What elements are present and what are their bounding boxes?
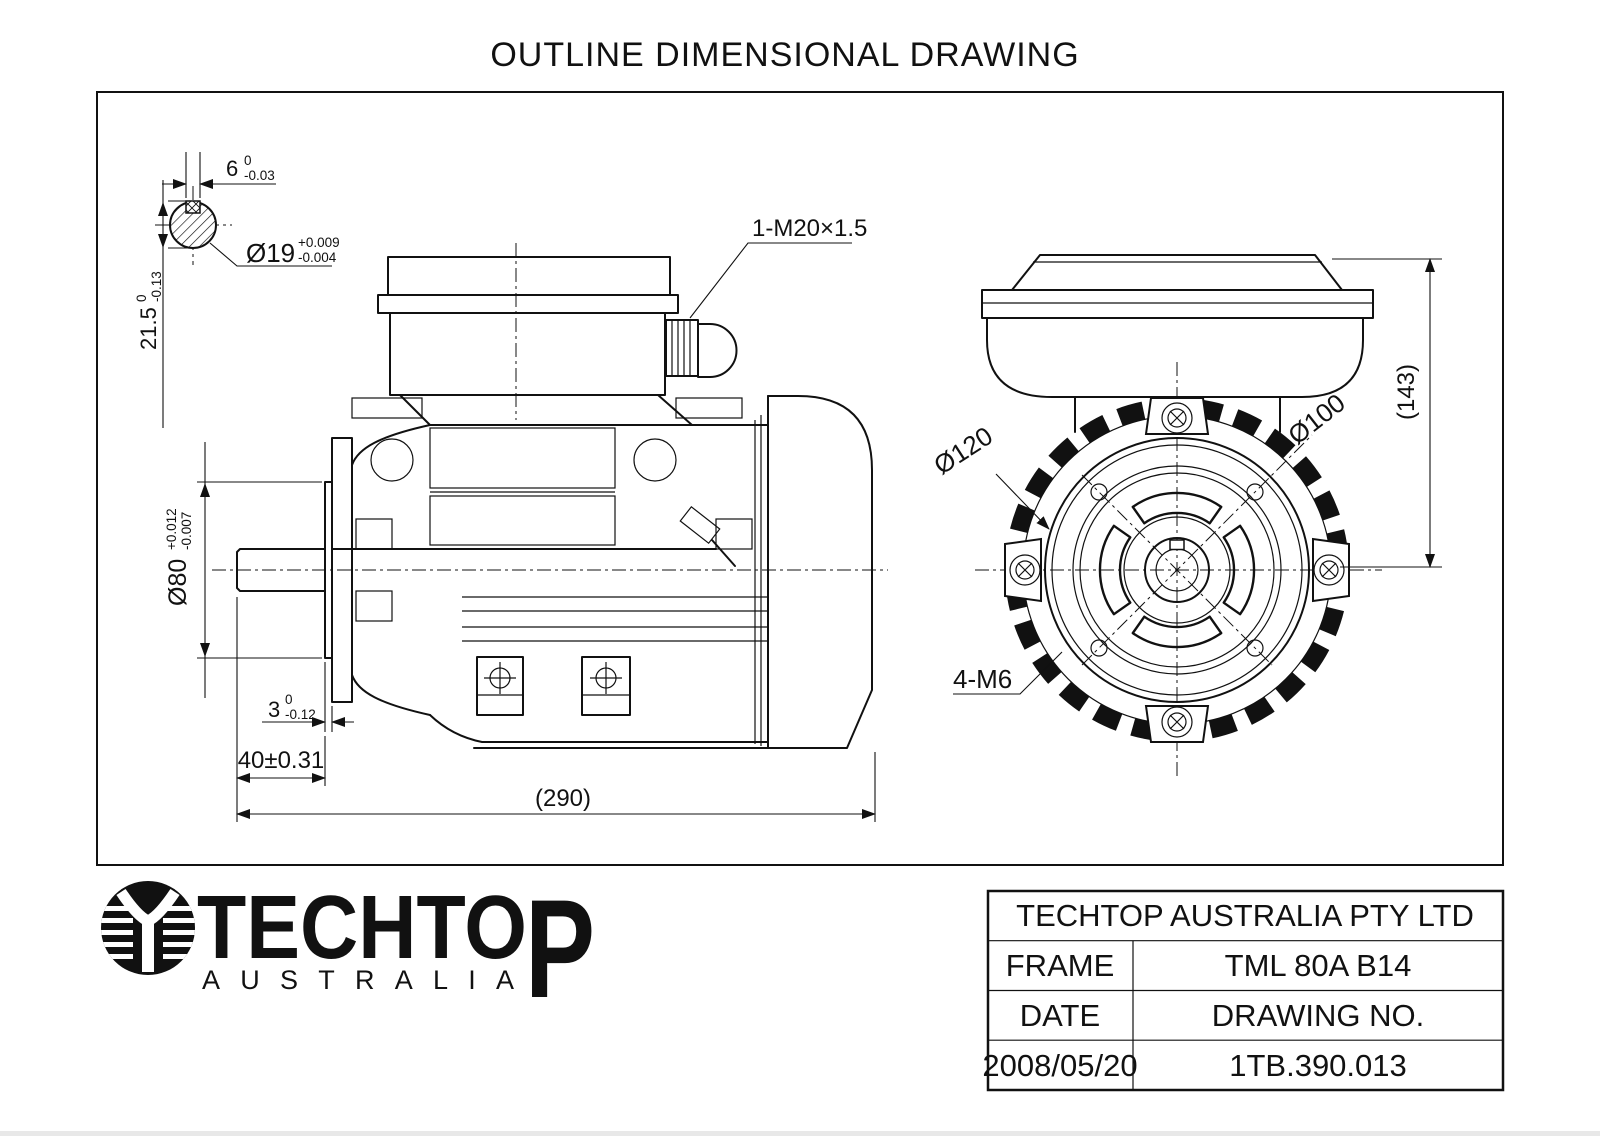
flange-bolt-holes [1090, 483, 1264, 657]
overall-length-value: (290) [535, 785, 591, 812]
date-label: DATE [1020, 998, 1100, 1033]
techtop-logo: TECHTO P AUSTRALIA [101, 870, 595, 1027]
stator-section [331, 427, 753, 622]
frame-label: FRAME [1006, 948, 1115, 983]
page-title: OUTLINE DIMENSIONAL DRAWING [490, 36, 1079, 74]
logo-stripes [101, 906, 195, 959]
flange-dia-label: Ø120 [928, 421, 998, 481]
fan-vent-slots [1098, 491, 1256, 649]
logo-brand-tail: P [525, 870, 595, 1027]
shaft-dia-value: Ø19 [246, 238, 295, 268]
mounting-flange-side [324, 424, 431, 716]
shaft-extension-value: 40±0.31 [238, 747, 325, 774]
fork-icon [116, 888, 180, 972]
mounting-holes-label: 4-M6 [953, 664, 1012, 694]
motor-side-view: 1-M20×1.5 [164, 215, 888, 822]
drawing-border [96, 91, 1504, 866]
spigot-depth-tol-lower: -0.12 [285, 707, 316, 722]
spigot-depth-tol-upper: 0 [285, 692, 293, 707]
title-block: TECHTOP AUSTRALIA PTY LTD FRAME TML 80A … [982, 889, 1505, 1092]
motor-body-side [351, 397, 769, 749]
keyway-notch [185, 200, 201, 214]
front-bearing [355, 518, 393, 550]
drawing-no-label: DRAWING NO. [1212, 998, 1424, 1033]
date-value: 2008/05/20 [982, 1048, 1137, 1083]
key-height-value: 21.5 [136, 307, 161, 350]
key-height-tol-upper: 0 [134, 294, 149, 302]
keyway-width-tol-lower: -0.03 [244, 168, 275, 183]
flange-circle [1044, 437, 1310, 703]
clamp-lugs [1004, 397, 1350, 743]
spigot-depth-value: 3 [268, 697, 280, 722]
cable-gland [665, 319, 738, 378]
company-name: TECHTOP AUSTRALIA PTY LTD [1016, 898, 1474, 933]
terminal-box-side [377, 256, 693, 426]
logo-brand-head: TECHTO [197, 878, 527, 978]
spigot-dia-value: Ø80 [164, 559, 192, 606]
rear-bearing [715, 518, 753, 550]
keyway-width-tol-upper: 0 [244, 153, 252, 168]
shaft-key-detail: 6 0 -0.03 21.5 0 -0.13 Ø19 +0.009 -0.004 [134, 152, 340, 428]
mounting-pads [476, 656, 631, 716]
fan-cover-circle [1072, 465, 1282, 675]
key-height-tol-lower: -0.13 [149, 271, 164, 302]
fan-cowl-side [754, 395, 873, 749]
frame-value: TML 80A B14 [1225, 948, 1412, 983]
shaft-front [1144, 537, 1210, 603]
spigot-dia-tol-lower: -0.007 [179, 512, 194, 550]
shaft-dia-tol-lower: -0.004 [298, 250, 337, 265]
motor-front-view: Ø120 Ø100 4-M6 (143) [928, 254, 1442, 776]
cable-gland-label: 1-M20×1.5 [752, 215, 867, 242]
keyway-width-value: 6 [226, 156, 238, 181]
shaft-dia-tol-upper: +0.009 [298, 235, 340, 250]
spigot-dia-tol-upper: +0.012 [164, 508, 179, 550]
overall-height-label: (143) [1393, 364, 1420, 420]
shaft-side [236, 548, 326, 592]
drawing-no-value: 1TB.390.013 [1229, 1048, 1407, 1083]
